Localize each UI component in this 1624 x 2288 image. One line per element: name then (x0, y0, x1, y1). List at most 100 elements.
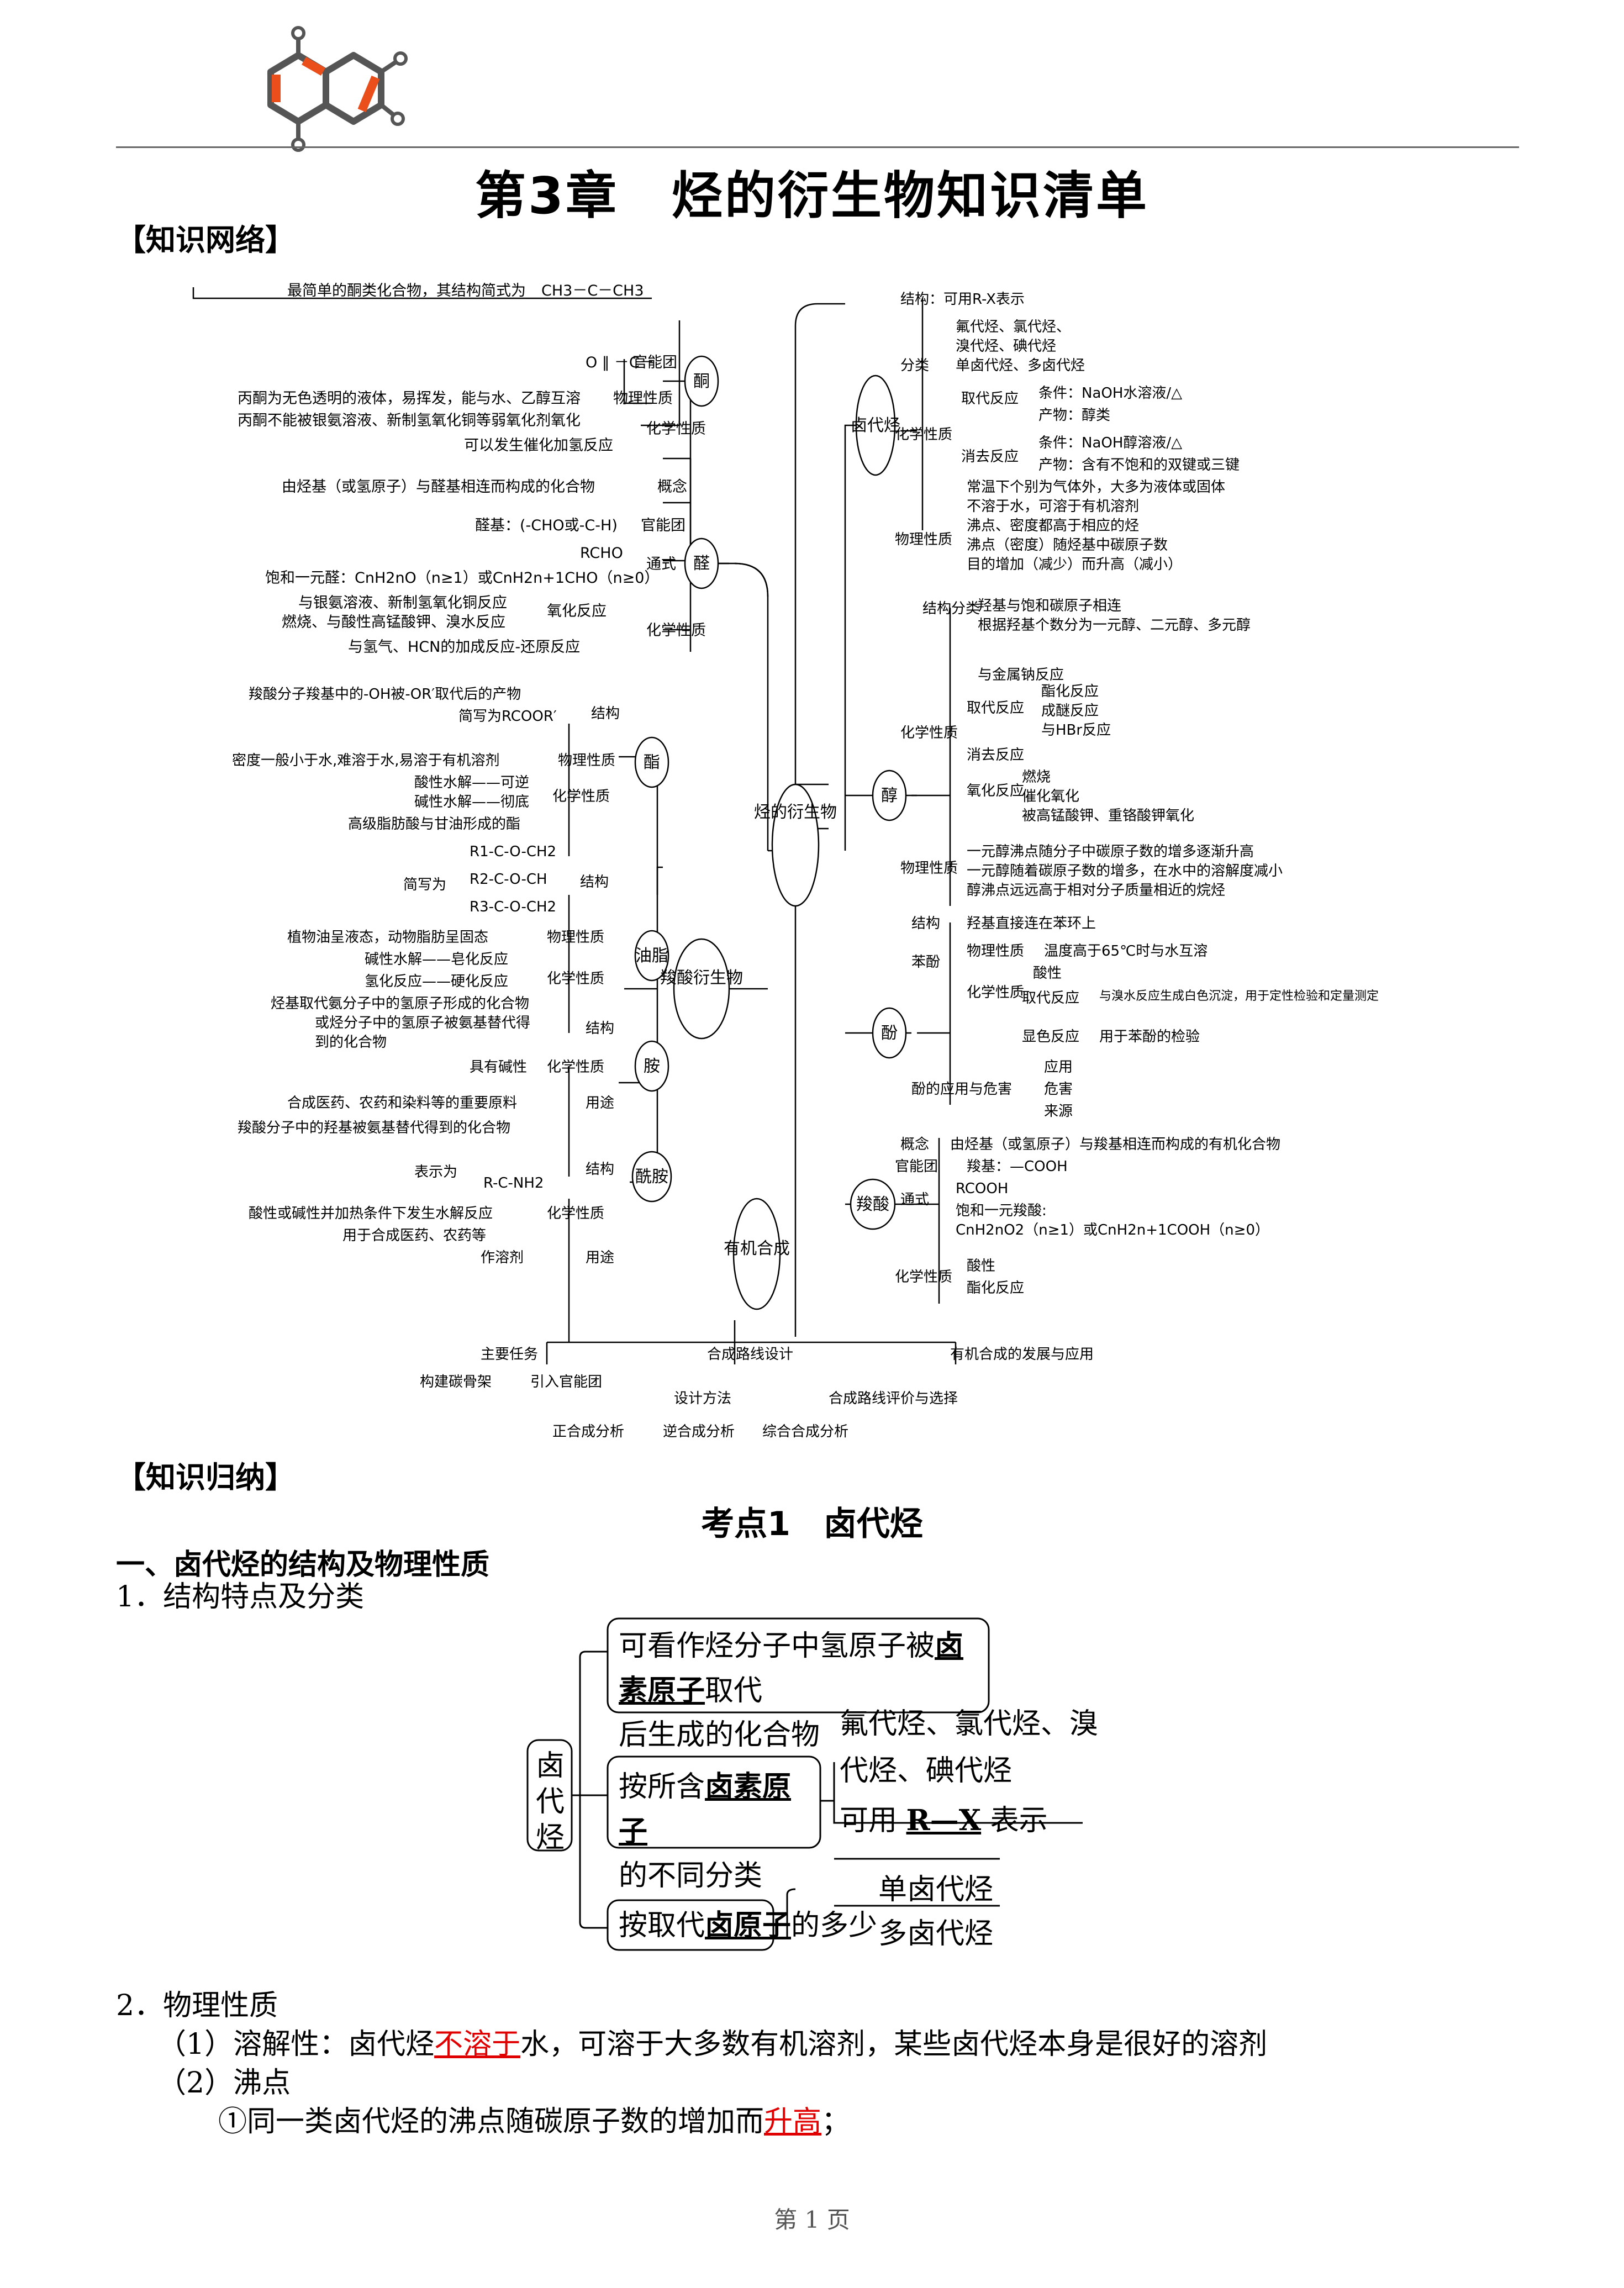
acid-f2: CnH2nO2（n≥1）或CnH2n+1COOH（n≥0） (956, 1222, 1269, 1238)
fat-c2: 氢化反应——硬化反应 (365, 973, 508, 990)
node-phenol: 酚 (881, 1024, 898, 1043)
fig-b2a: 按所含 (619, 1770, 705, 1804)
p1-key: 不溶于 (434, 2028, 521, 2061)
halide-struct: 结构：可用R-X表示 (900, 291, 1025, 308)
alcohol-sub1: 酯化反应 (1041, 683, 1099, 700)
alcohol-phys-label: 物理性质 (900, 860, 958, 877)
aldehyde-chem-label: 化学性质 (646, 622, 706, 639)
synthesis-m3: 综合合成分析 (762, 1424, 848, 1440)
alcohol-sub3: 与HBr反应 (1041, 722, 1111, 739)
amide-chem: 酸性或碱性并加热条件下发生水解反应 (249, 1205, 493, 1222)
phenol-u3: 来源 (1044, 1103, 1073, 1120)
amide-use-label: 用途 (586, 1250, 614, 1266)
fat-struct: 高级脂肪酸与甘油形成的酯 (348, 816, 520, 832)
amide-s2: 表示为 (414, 1164, 457, 1180)
fig-b2r2: 代烃、碘代烃 (840, 1754, 1013, 1788)
p1a: （1）溶解性：卤代烃 (157, 2028, 435, 2061)
aldehyde-add: 与氢气、HCN的加成反应-还原反应 (348, 639, 580, 656)
amide-s1: 羧酸分子中的羟基被氨基替代得到的化合物 (238, 1120, 510, 1136)
center-node: 烃的衍生物 (754, 803, 837, 822)
aldehyde-formula: 饱和一元醛：CnH2nO（n≥1）或CnH2n+1CHO（n≥0） (265, 570, 659, 587)
alcohol-sub-label: 取代反应 (967, 700, 1024, 716)
halide-p3: 沸点、密度都高于相应的烃 (967, 518, 1139, 534)
phenol-struct: 羟基直接连在苯环上 (967, 915, 1096, 932)
fat-phys-label: 物理性质 (547, 929, 604, 946)
ester-phys: 密度一般小于水,难溶于水,易溶于有机溶剂 (232, 752, 500, 769)
ketone-group: O ‖ －C－ (586, 354, 655, 371)
halide-elim-label: 消去反应 (961, 449, 1019, 465)
alcohol-elim: 消去反应 (967, 747, 1024, 763)
fig-b2r3b: 表示 (990, 1804, 1048, 1837)
amine-chem-label: 化学性质 (547, 1059, 604, 1076)
node-acid: 羧酸 (856, 1195, 889, 1214)
phenol-phys-label: 物理性质 (967, 943, 1024, 960)
phenol-benzene: 苯酚 (911, 954, 940, 971)
alcohol-ox2: 催化氧化 (1022, 788, 1079, 805)
amide-struct-label: 结构 (586, 1161, 614, 1178)
phenol-u2: 危害 (1044, 1081, 1073, 1098)
alcohol-p2: 一元醇随着碳原子数的增多，在水中的溶解度减小 (967, 863, 1283, 879)
ester-struct2: 简写为RCOOR′ (458, 708, 557, 725)
acid-concept-label: 概念 (900, 1136, 929, 1153)
halide-sub1: 条件：NaOH水溶液/△ (1038, 385, 1182, 402)
synthesis-eval: 合成路线评价与选择 (829, 1390, 958, 1407)
halide-sub2: 产物：醇类 (1038, 407, 1110, 424)
aldehyde-concept-label: 概念 (657, 478, 687, 495)
classification-lines (526, 1617, 1083, 1951)
synthesis-dev-label: 有机合成的发展与应用 (950, 1346, 1094, 1363)
halide-p1: 常温下个别为气体外，大多为液体或固体 (967, 479, 1225, 495)
fat-f1: R1-C-O-CH2 (470, 843, 556, 860)
fig-b3b: 的多少 (791, 1909, 878, 1942)
halide-p4: 沸点（密度）随烃基中碳原子数 (967, 537, 1168, 553)
ester-struct-label: 结构 (591, 705, 620, 722)
topic1-para-2: （2）沸点 (157, 2066, 291, 2100)
ester-struct1: 羧酸分子羧基中的-OH被-OR′取代后的产物 (249, 686, 521, 703)
topic1-para-1: （1）溶解性：卤代烃不溶于水，可溶于大多数有机溶剂，某些卤代烃本身是很好的溶剂 (157, 2027, 1267, 2062)
phenol-color-label: 显色反应 (1022, 1029, 1079, 1045)
phenol-sub: 与溴水反应生成白色沉淀，用于定性检验和定量测定 (1099, 989, 1379, 1003)
fat-chem-label: 化学性质 (547, 971, 604, 987)
fig-branch-3: 按取代卤原子的多少 (619, 1909, 877, 1943)
fig-b2r3a: 可用 (840, 1804, 898, 1837)
halide-c1: 氟代烃、氯代烃、 (956, 319, 1071, 335)
amine-use-label: 用途 (586, 1095, 614, 1111)
node-carboxyl-derivatives: 羧酸衍生物 (660, 968, 743, 988)
alcohol-sub2: 成醚反应 (1041, 703, 1099, 719)
fig-b3r1: 单卤代烃 (878, 1873, 994, 1906)
amine-s3: 到的化合物 (315, 1034, 387, 1051)
topic1-subsection-2: 2．物理性质 (116, 1989, 278, 2022)
fat-c1: 碱性水解——皂化反应 (365, 951, 508, 968)
phenol-u1: 应用 (1044, 1059, 1073, 1076)
node-alcohol: 醇 (881, 786, 898, 805)
fat-short: 简写为 (403, 877, 446, 893)
fat-f3: R3-C-O-CH2 (470, 899, 556, 915)
alcohol-s1: 羟基与饱和碳原子相连 (978, 598, 1121, 614)
ketone-phys-label: 物理性质 (613, 390, 673, 407)
ester-base: 碱性水解——彻底 (414, 794, 529, 810)
fig-branch-2: 按所含卤素原子的不同分类 (619, 1765, 818, 1899)
synthesis-task1: 构建碳骨架 (420, 1374, 492, 1390)
node-fat: 油脂 (635, 946, 668, 966)
acid-rcooh: RCOOH (956, 1180, 1008, 1197)
halide-p5: 目的增加（减少）而升高（减小） (967, 556, 1182, 573)
acid-chem-label: 化学性质 (895, 1269, 952, 1285)
page-title: 第3章 烃的衍生物知识清单 (474, 166, 1149, 225)
halide-class-label: 分类 (900, 357, 929, 374)
ketone-phys: 丙酮为无色透明的液体，易挥发，能与水、乙醇互溶 (238, 390, 581, 407)
aldehyde-ox2: 燃烧、与酸性高锰酸钾、溴水反应 (282, 614, 505, 631)
node-ketone: 酮 (693, 372, 710, 391)
ketone-chem2: 可以发生催化加氢反应 (464, 437, 613, 454)
knowledge-network-mindmap: 烃的衍生物 酮 醛 酯 油脂 胺 酰胺 羧酸衍生物 有机合成 卤代烃 醇 酚 羧… (192, 282, 1379, 1440)
ketone-simplest: 最简单的酮类化合物，其结构简式为 (287, 282, 526, 299)
topic1-para-3: ①同一类卤代烃的沸点随碳原子数的增加而升高； (218, 2105, 850, 2139)
phenol-use-label: 酚的应用与危害 (911, 1081, 1012, 1098)
acid-c2: 酯化反应 (967, 1280, 1024, 1296)
fat-struct-label: 结构 (580, 874, 609, 890)
topic1-title: 考点1 卤代烃 (701, 1505, 923, 1543)
synthesis-task-label: 主要任务 (481, 1346, 538, 1363)
fig-b2c: 的不同分类 (619, 1859, 763, 1893)
p1b: 水，可溶于大多数有机溶剂，某些卤代烃本身是很好的溶剂 (520, 2028, 1268, 2061)
ester-acid: 酸性水解——可逆 (414, 774, 529, 791)
halide-classification-diagram: 卤代烃 可看作烃分子中氢原子被卤素原子取代后生成的化合物 按所含卤素原子的不同分… (525, 1607, 1110, 1989)
acid-concept: 由烃基（或氢原子）与羧基相连而构成的有机化合物 (950, 1136, 1280, 1153)
